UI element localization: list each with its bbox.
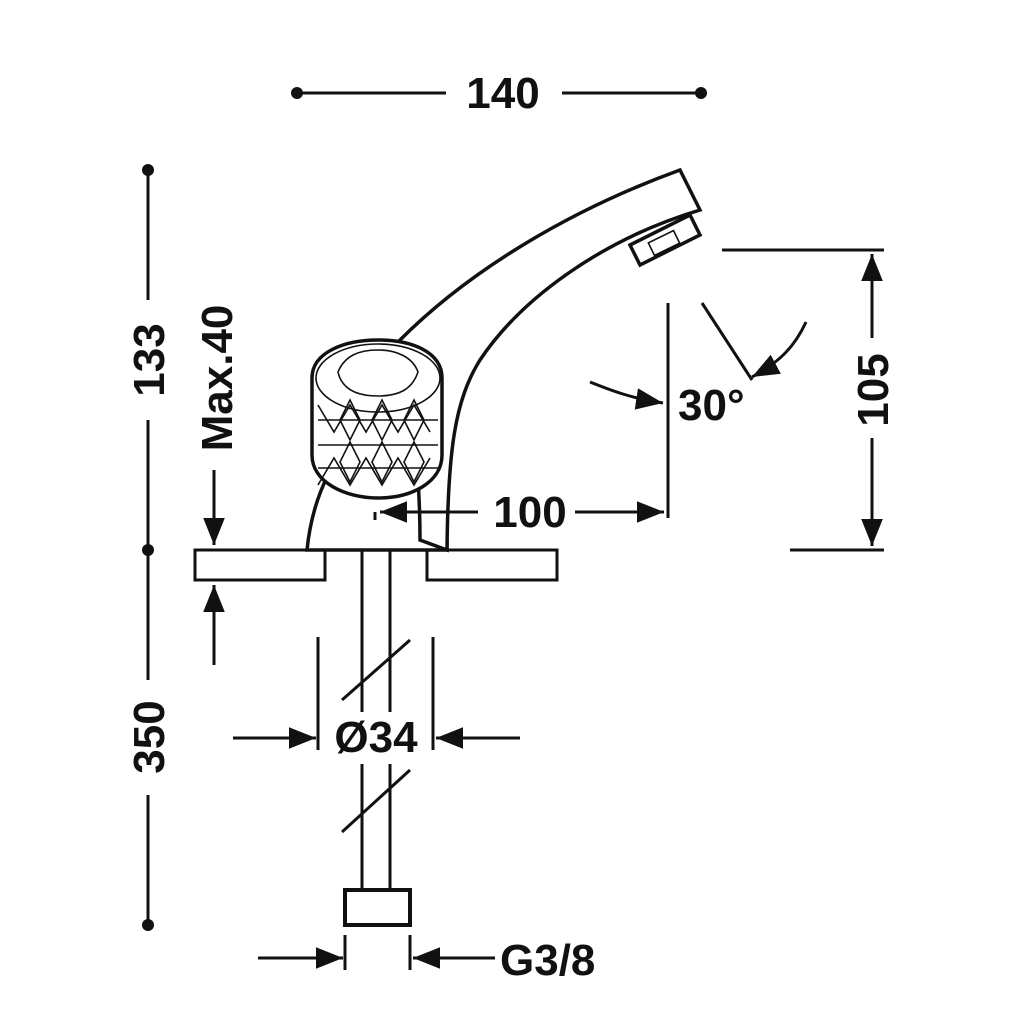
break-gap: [358, 712, 395, 764]
dimension-spout-reach: 100: [373, 303, 670, 537]
dimension-angle: 30°: [589, 302, 808, 430]
angle-arrow: [589, 380, 664, 410]
handle-star: [337, 349, 419, 397]
countertop-section: [193, 548, 559, 582]
dimension-deck-thickness: Max.40: [193, 305, 242, 665]
dimension-hose-length-label: 350: [125, 700, 174, 773]
dimension-angle-label: 30°: [678, 381, 745, 430]
dimension-spout-height-label: 105: [849, 353, 898, 426]
dimension-left-chain: 133 350: [125, 164, 174, 931]
countertop-right: [425, 548, 559, 582]
connection-nut: [343, 888, 412, 927]
dimension-spout-reach-label: 100: [493, 488, 566, 537]
aerator: [627, 212, 703, 268]
handle-knob: [310, 338, 444, 500]
angle-line: [700, 302, 754, 381]
dimension-width-label: 140: [466, 69, 539, 118]
dimension-width: 140: [291, 69, 707, 118]
aerator-slot: [647, 229, 681, 257]
dimension-connection: G3/8: [258, 935, 595, 985]
dimension-spout-height: 105: [722, 248, 898, 552]
dimension-diameter: Ø34: [233, 637, 520, 762]
dimension-connection-label: G3/8: [500, 936, 595, 985]
handle-knurl: [317, 398, 438, 487]
dimension-total-height-label: 133: [125, 323, 174, 396]
dimension-max-deck-label: Max.40: [193, 305, 242, 452]
supply-hose: [340, 550, 412, 927]
angle-arrow: [751, 321, 808, 379]
break-mark: [340, 768, 412, 834]
countertop-left: [193, 548, 327, 582]
dimension-diameter-label: Ø34: [334, 713, 418, 762]
break-mark: [341, 638, 411, 702]
